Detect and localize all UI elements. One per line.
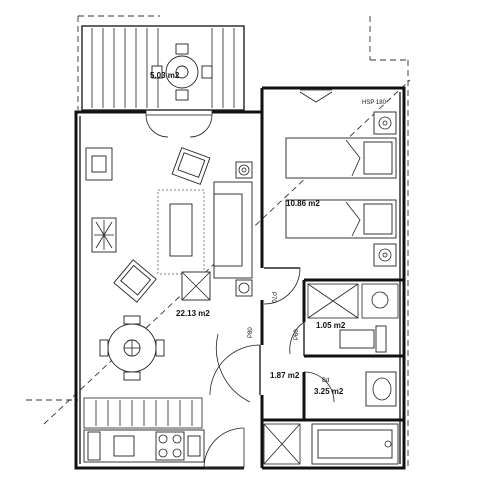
sink	[113, 435, 135, 457]
exterior-walls	[74, 86, 406, 470]
bath-mark-label: Bd	[322, 378, 329, 384]
bathroom: Bd 3.25 m2	[263, 371, 399, 465]
bathtub	[311, 423, 399, 465]
cooktop	[155, 431, 185, 461]
wc: 1.05 m2	[316, 321, 387, 353]
entry-door	[203, 427, 245, 469]
dishwasher	[187, 435, 201, 457]
bedroom-area-label: 10.86 m2	[286, 199, 320, 208]
armchair-top	[171, 147, 211, 185]
kitchen	[83, 397, 205, 463]
plant	[91, 217, 117, 253]
washbasin	[365, 371, 397, 407]
fridge	[87, 431, 101, 461]
terrace: 5.03 m2	[81, 25, 245, 111]
interior-walls	[260, 112, 404, 468]
shower-tray	[263, 423, 301, 465]
bathroom-door	[303, 371, 335, 403]
hall-area-label: 1.87 m2	[270, 371, 300, 380]
bedroom: HSP 180 10.86 m2	[285, 89, 397, 267]
bathroom-area-label: 3.25 m2	[314, 387, 344, 396]
floor-lamp	[235, 161, 253, 179]
living-room: 22.13 m2	[85, 147, 253, 381]
living-area-label: 22.13 m2	[176, 309, 210, 318]
door-p70-label: P70	[270, 292, 276, 303]
closet-left	[307, 283, 359, 319]
nightstand-top	[373, 111, 397, 135]
nightstand-bottom	[373, 243, 397, 267]
bed-top	[285, 137, 397, 179]
terrace-area-label: 5.03 m2	[150, 71, 180, 80]
armchair-left	[113, 259, 157, 303]
door-p60-label: P60	[294, 329, 300, 340]
bedroom-door: P70	[263, 267, 301, 305]
kitchen-counter	[83, 429, 205, 463]
kitchen-tiles	[95, 400, 193, 426]
hsp-label: HSP 180	[362, 100, 387, 106]
side-lamp-bottom	[235, 279, 253, 297]
bed-bottom	[285, 199, 397, 239]
terrace-door	[145, 109, 213, 138]
wc-door: P60	[289, 321, 305, 356]
side-table	[181, 271, 211, 301]
door-p80-label: P80	[248, 327, 254, 338]
water-heater	[361, 283, 399, 319]
dining-table	[99, 315, 165, 381]
coffee-table	[169, 203, 193, 257]
terrace-table	[151, 43, 213, 101]
rug	[157, 189, 205, 275]
sofa	[213, 181, 253, 279]
wc-area-label: 1.05 m2	[316, 321, 346, 330]
hall-door: P80	[209, 327, 261, 403]
terrace-decking	[91, 28, 235, 108]
